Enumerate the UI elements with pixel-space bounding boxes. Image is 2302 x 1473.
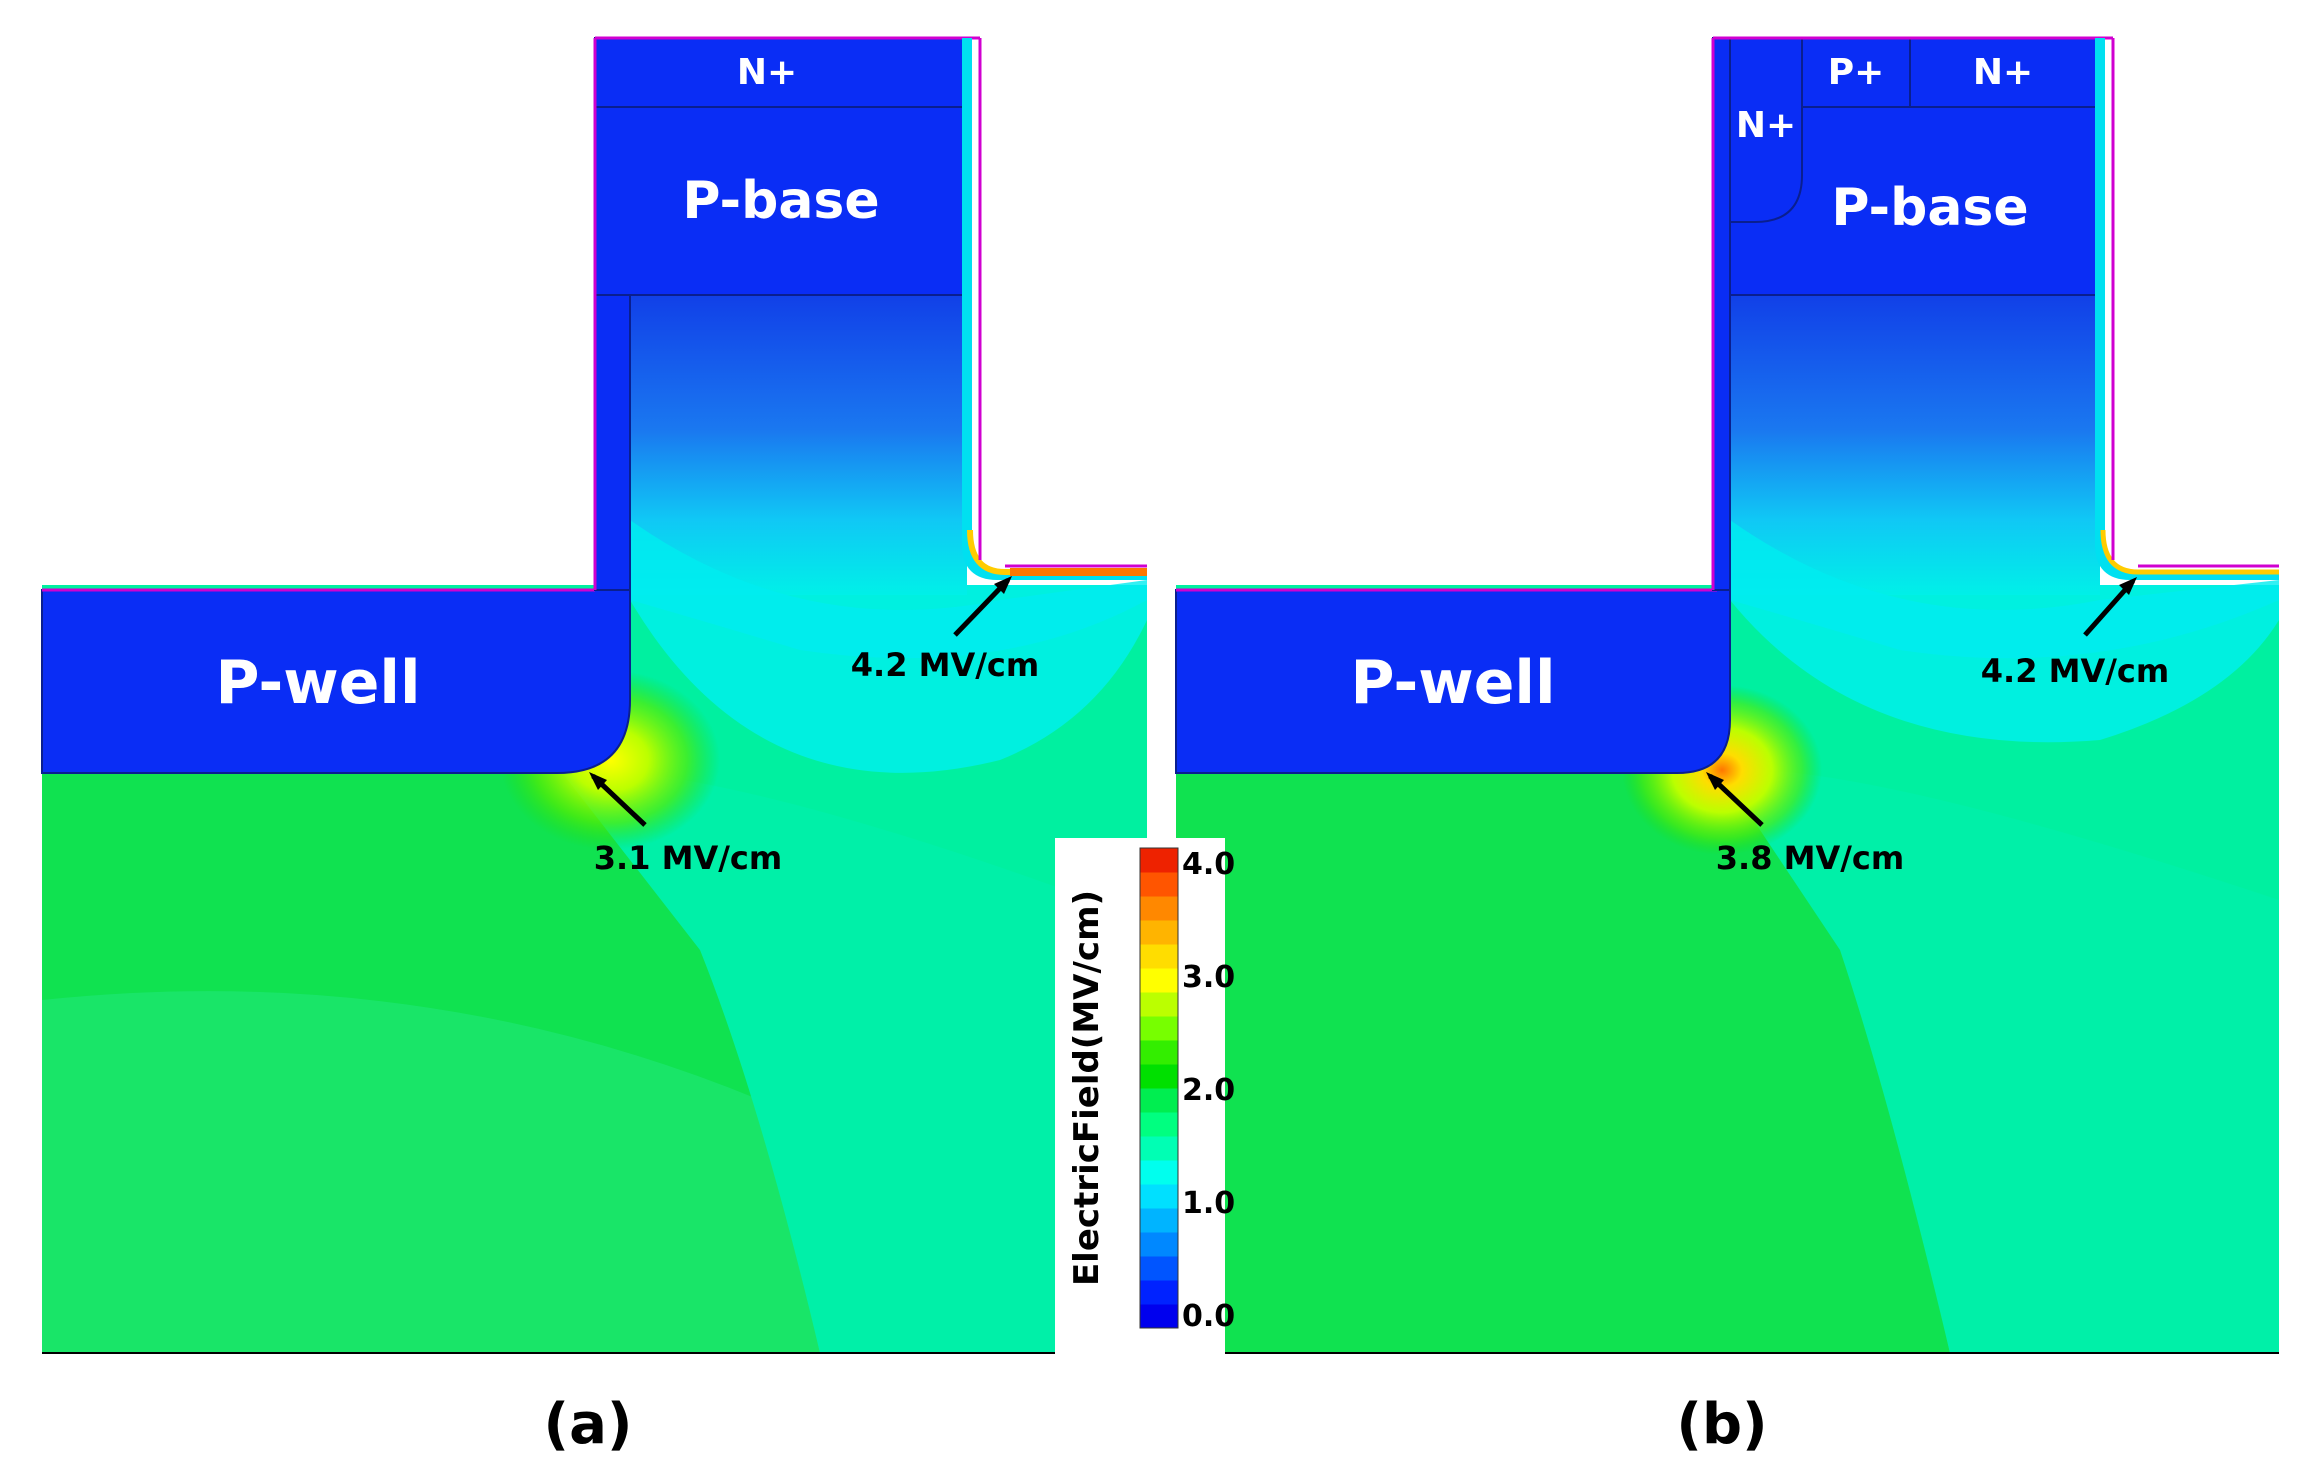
colorbar-swatch	[1140, 1304, 1178, 1329]
p-plus-b	[1801, 37, 1911, 108]
colorbar-swatch	[1140, 1112, 1178, 1137]
caption-b: (b)	[1676, 1392, 1767, 1457]
mesa-drift-b	[1730, 295, 2100, 595]
colorbar-swatch	[1140, 848, 1178, 873]
colorbar-swatch	[1140, 1088, 1178, 1113]
colorbar-swatch	[1140, 1136, 1178, 1161]
colorbar-swatch	[1140, 1064, 1178, 1089]
green-field-zone-b	[1176, 770, 1950, 1353]
n-plus-right-b	[1909, 37, 2101, 108]
n-plus-right-label-b: N+	[1973, 52, 2033, 93]
colorbar-tick-1: 1.0	[1182, 1186, 1235, 1221]
colorbar-swatch	[1140, 944, 1178, 969]
colorbar-swatch	[1140, 920, 1178, 945]
trench-liner-a	[962, 38, 1147, 580]
n-plus-a	[594, 37, 968, 108]
colorbar-swatch	[1140, 1280, 1178, 1305]
colorbar-tick-4: 4.0	[1182, 847, 1235, 882]
n-plus-left-label-b: N+	[1736, 105, 1796, 146]
annotation-trench-b: 4.2 MV/cm	[1981, 652, 2169, 690]
colorbar-title: ElectricField(MV/cm)	[1067, 890, 1107, 1286]
colorbar-swatches	[1140, 848, 1178, 1329]
colorbar-tick-3: 3.0	[1182, 960, 1235, 995]
colorbar-swatch	[1140, 992, 1178, 1017]
colorbar-swatch	[1140, 1016, 1178, 1041]
annotation-trench-a: 4.2 MV/cm	[851, 646, 1039, 684]
p-base-label-b: P-base	[1831, 178, 2028, 238]
colorbar: 4.0 3.0 2.0 1.0 0.0 ElectricField(MV/cm)	[1055, 838, 1235, 1356]
panel-b: N+ P+ N+ P-base P-well 4.2 MV/cm 3.8 MV/…	[1175, 36, 2279, 1354]
annotation-well-b: 3.8 MV/cm	[1716, 839, 1904, 877]
colorbar-tick-0: 0.0	[1182, 1299, 1235, 1334]
colorbar-tick-2: 2.0	[1182, 1073, 1235, 1108]
colorbar-swatch	[1140, 1208, 1178, 1233]
colorbar-swatch	[1140, 1040, 1178, 1065]
colorbar-swatch	[1140, 1160, 1178, 1185]
colorbar-swatch	[1140, 1184, 1178, 1209]
annotation-well-a: 3.1 MV/cm	[594, 839, 782, 877]
p-base-label-a: P-base	[682, 171, 879, 231]
trench-liner-b	[2095, 38, 2279, 580]
p-plus-label-b: P+	[1828, 52, 1885, 93]
n-plus-left-b	[1729, 37, 1803, 223]
colorbar-swatch	[1140, 872, 1178, 897]
caption-a: (a)	[544, 1392, 633, 1457]
mesa-drift-a	[630, 295, 967, 595]
p-well-b	[1175, 589, 1731, 774]
colorbar-swatch	[1140, 1256, 1178, 1281]
p-well-label-a: P-well	[215, 648, 420, 718]
colorbar-swatch	[1140, 896, 1178, 921]
p-base-a	[594, 106, 968, 296]
p-well-a	[41, 589, 631, 774]
n-plus-label-a: N+	[737, 52, 797, 93]
p-well-label-b: P-well	[1350, 648, 1555, 718]
panel-a: N+ P-base P-well 4.2 MV/cm 3.1 MV/cm	[41, 36, 1147, 1354]
colorbar-frame	[1139, 847, 1179, 1329]
colorbar-swatch	[1140, 1232, 1178, 1257]
colorbar-swatch	[1140, 968, 1178, 993]
